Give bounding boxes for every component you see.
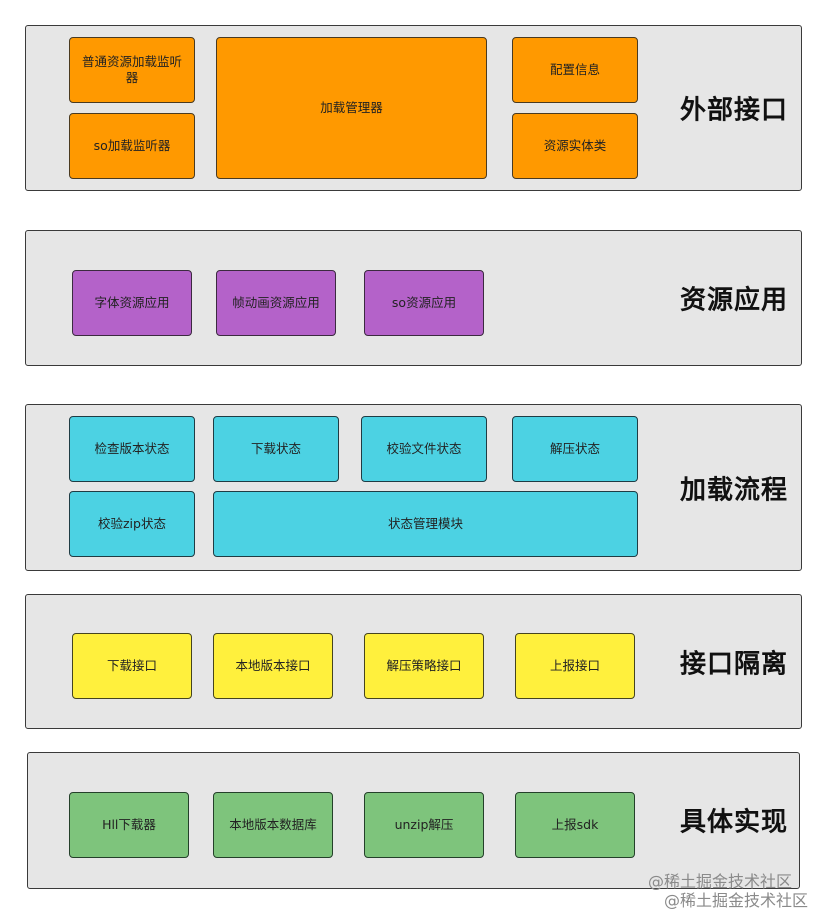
unzip-implementation-box: unzip解压: [364, 792, 484, 858]
frame-animation-resource-box: 帧动画资源应用: [216, 270, 336, 336]
layer-title-external-interface: 外部接口: [680, 95, 789, 126]
download-interface-box: 下载接口: [72, 633, 192, 699]
normal-resource-listener-box: 普通资源加载监听器: [69, 37, 195, 103]
verify-zip-state-box: 校验zip状态: [69, 491, 195, 557]
download-state-box: 下载状态: [213, 416, 339, 482]
layer-title-load-flow: 加载流程: [680, 475, 789, 506]
layer-title-concrete-implementation: 具体实现: [680, 807, 789, 838]
watermark-text: @稀土掘金技术社区: [648, 872, 793, 891]
watermark-text-secondary: @稀土掘金技术社区: [664, 891, 809, 910]
so-load-listener-box: so加载监听器: [69, 113, 195, 179]
state-manager-module-box: 状态管理模块: [213, 491, 638, 557]
local-version-interface-box: 本地版本接口: [213, 633, 333, 699]
check-version-state-box: 检查版本状态: [69, 416, 195, 482]
layer-title-resource-application: 资源应用: [680, 285, 789, 316]
verify-file-state-box: 校验文件状态: [361, 416, 487, 482]
report-interface-box: 上报接口: [515, 633, 635, 699]
layer-title-interface-isolation: 接口隔离: [680, 649, 789, 680]
unzip-state-box: 解压状态: [512, 416, 638, 482]
report-sdk-box: 上报sdk: [515, 792, 635, 858]
so-resource-box: so资源应用: [364, 270, 484, 336]
unzip-strategy-interface-box: 解压策略接口: [364, 633, 484, 699]
load-manager-box: 加载管理器: [216, 37, 487, 179]
local-version-database-box: 本地版本数据库: [213, 792, 333, 858]
config-info-box: 配置信息: [512, 37, 638, 103]
hll-downloader-box: Hll下载器: [69, 792, 189, 858]
font-resource-box: 字体资源应用: [72, 270, 192, 336]
resource-entity-box: 资源实体类: [512, 113, 638, 179]
